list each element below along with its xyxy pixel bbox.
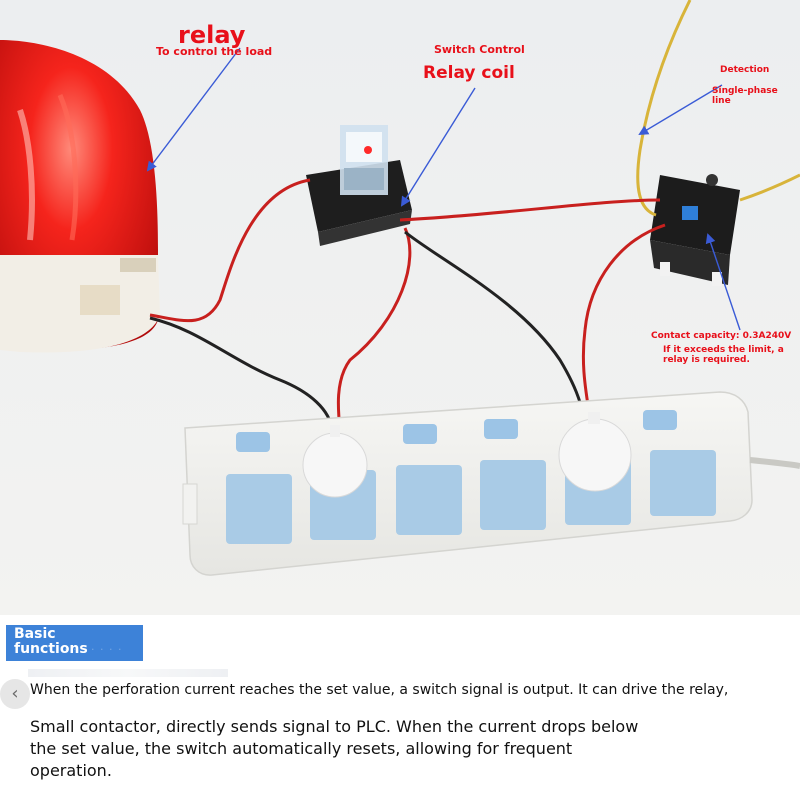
- relay-module: [306, 125, 412, 246]
- functions-section: · · · · · · · Basic functions ‹ When the…: [0, 615, 800, 800]
- warning-lamp: [0, 40, 160, 353]
- wiring: [149, 178, 666, 431]
- label-relay: relay: [178, 21, 246, 49]
- arrow-relay-coil: [400, 87, 476, 207]
- label-contact-capacity: Contact capacity: 0.3A240V: [651, 331, 792, 341]
- label-relay-coil: Relay coil: [423, 63, 515, 83]
- power-strip: [182, 391, 800, 576]
- single-phase-wire: [636, 0, 800, 217]
- label-limit-note: If it exceeds the limit, a relay is requ…: [663, 345, 784, 365]
- prev-glyph: ‹: [11, 683, 19, 704]
- arrow-relay: [146, 47, 241, 172]
- section-title: Basic functions: [14, 626, 88, 657]
- chevron-left-icon[interactable]: ‹: [0, 679, 30, 709]
- label-relay-subtitle: To control the load: [156, 45, 273, 58]
- arrow-detection: [638, 84, 723, 136]
- current-sensor-module: [650, 174, 740, 286]
- label-single-phase-line: Single-phase line: [712, 86, 778, 106]
- badge-watermark: · · · · · · ·: [64, 643, 123, 656]
- product-photo: relay To control the load Switch Control…: [0, 0, 800, 615]
- label-detection: Detection: [720, 65, 770, 75]
- description-line-2: Small contactor, directly sends signal t…: [30, 717, 639, 780]
- annotation-arrows: [146, 47, 741, 331]
- faded-text-strip: [28, 669, 228, 677]
- description-line-1: When the perforation current reaches the…: [30, 682, 729, 698]
- arrow-contact: [705, 233, 741, 331]
- label-switch-control: Switch Control: [434, 43, 525, 56]
- section-badge: · · · · · · ·: [6, 625, 143, 661]
